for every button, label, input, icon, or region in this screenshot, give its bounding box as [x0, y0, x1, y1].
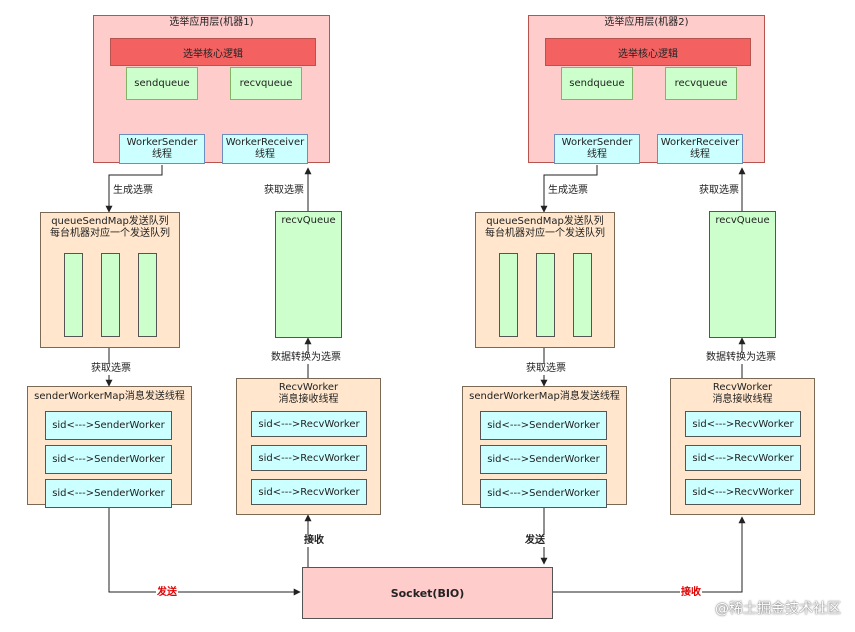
recv-worker-title: RecvWorker — [278, 382, 339, 393]
sender-worker-map-title: senderWorkerMap消息发送线程 — [469, 391, 620, 402]
sender-worker-row-1: sid<--->SenderWorker — [480, 411, 607, 440]
convert-to-vote-label-machine2: 数据转换为选票 — [705, 352, 777, 364]
worker-sender-name: WorkerSender — [561, 137, 633, 148]
generate-vote-label-machine1: 生成选票 — [112, 185, 154, 197]
receive-edge-label: 接收 — [303, 535, 325, 547]
sendqueue-machine2: sendqueue — [561, 67, 633, 100]
app-layer-title-machine2: 选举应用层(机器2) — [604, 17, 689, 28]
sendqueue-machine1: sendqueue — [126, 67, 198, 100]
generate-vote-label-machine2: 生成选票 — [547, 185, 589, 197]
receive-edge-label-red: 接收 — [680, 587, 702, 599]
sender-worker-map-title: senderWorkerMap消息发送线程 — [34, 391, 185, 402]
send-queue-bar-3 — [138, 253, 157, 337]
recv-worker-row-3: sid<--->RecvWorker — [251, 479, 367, 505]
sender-worker-row-3: sid<--->SenderWorker — [480, 479, 607, 508]
worker-receiver-suffix: 线程 — [255, 149, 275, 160]
send-queue-bar-2 — [101, 253, 120, 337]
worker-receiver-thread-machine1: WorkerReceiver 线程 — [222, 134, 308, 164]
worker-sender-thread-machine2: WorkerSender 线程 — [554, 134, 640, 164]
send-edge-label-red: 发送 — [156, 587, 178, 599]
recv-queue-machine1 — [275, 211, 342, 338]
watermark: @稀土掘金技术社区 — [715, 601, 841, 617]
recv-queue-label: recvQueue — [715, 215, 770, 226]
worker-receiver-suffix: 线程 — [690, 149, 710, 160]
worker-receiver-thread-machine2: WorkerReceiver 线程 — [657, 134, 743, 164]
recv-worker-subtitle: 消息接收线程 — [278, 394, 339, 405]
election-core-logic-machine2: 选举核心逻辑 — [545, 38, 751, 66]
recv-worker-title: RecvWorker — [712, 382, 773, 393]
recv-worker-row-1: sid<--->RecvWorker — [251, 411, 367, 437]
worker-sender-suffix: 线程 — [587, 149, 607, 160]
recv-worker-row-3: sid<--->RecvWorker — [685, 479, 801, 505]
recv-queue-machine2 — [709, 211, 776, 338]
get-vote-label-mid-machine2: 获取选票 — [525, 363, 567, 375]
send-queue-bar-1 — [499, 253, 518, 337]
election-core-logic-machine1: 选举核心逻辑 — [110, 38, 316, 66]
send-edge-label: 发送 — [524, 535, 546, 547]
worker-sender-suffix: 线程 — [152, 149, 172, 160]
worker-receiver-name: WorkerReceiver — [225, 137, 305, 148]
recv-worker-row-1: sid<--->RecvWorker — [685, 411, 801, 437]
send-queue-bar-3 — [573, 253, 592, 337]
recv-queue-label: recvQueue — [281, 215, 336, 226]
get-vote-label-mid-machine1: 获取选票 — [90, 363, 132, 375]
queue-send-map-title: queueSendMap发送队列 — [51, 216, 169, 227]
worker-sender-name: WorkerSender — [126, 137, 198, 148]
send-queue-bar-2 — [536, 253, 555, 337]
recvqueue-machine1: recvqueue — [230, 67, 302, 100]
worker-sender-thread-machine1: WorkerSender 线程 — [119, 134, 205, 164]
recvqueue-machine2: recvqueue — [665, 67, 737, 100]
recv-worker-subtitle: 消息接收线程 — [712, 394, 773, 405]
sender-worker-row-1: sid<--->SenderWorker — [45, 411, 172, 440]
recv-worker-row-2: sid<--->RecvWorker — [685, 445, 801, 471]
queue-send-map-title: queueSendMap发送队列 — [486, 216, 604, 227]
queue-send-map-subtitle: 每台机器对应一个发送队列 — [50, 228, 170, 239]
sender-worker-row-3: sid<--->SenderWorker — [45, 479, 172, 508]
get-vote-label-top-machine2: 获取选票 — [698, 185, 740, 197]
worker-receiver-name: WorkerReceiver — [660, 137, 740, 148]
sender-worker-row-2: sid<--->SenderWorker — [480, 445, 607, 474]
socket-bio-node: Socket(BIO) — [302, 567, 553, 619]
convert-to-vote-label-machine1: 数据转换为选票 — [270, 352, 342, 364]
recv-worker-row-2: sid<--->RecvWorker — [251, 445, 367, 471]
send-queue-bar-1 — [64, 253, 83, 337]
app-layer-title-machine1: 选举应用层(机器1) — [169, 17, 254, 28]
get-vote-label-top-machine1: 获取选票 — [263, 185, 305, 197]
sender-worker-row-2: sid<--->SenderWorker — [45, 445, 172, 474]
queue-send-map-subtitle: 每台机器对应一个发送队列 — [485, 228, 605, 239]
